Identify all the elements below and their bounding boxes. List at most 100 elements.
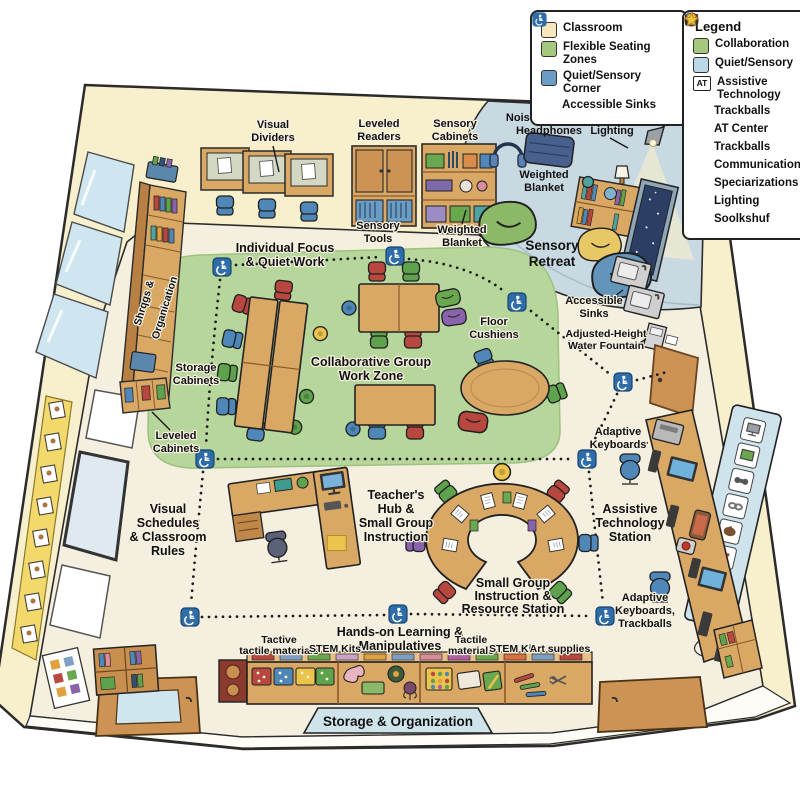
sensory-retreat-items — [478, 118, 680, 299]
art-supplies-items — [513, 673, 567, 697]
legend-label: Speciarizations — [714, 176, 799, 189]
legend-item-collaboration: Collaboration — [693, 38, 796, 54]
tablet — [688, 509, 712, 541]
at-station — [619, 409, 763, 679]
legend-item-at-center: AT Center — [685, 14, 796, 138]
table-bottom-middle — [345, 384, 436, 440]
monitor-icon — [685, 14, 708, 138]
zone-collaborative: Collaborative Group — [311, 355, 432, 369]
floor-cushion-red — [456, 409, 490, 435]
teacher-monitor — [319, 471, 346, 496]
storage-organization-banner — [302, 707, 494, 734]
door-bottom-right — [597, 676, 709, 733]
at-cabinet — [713, 619, 763, 679]
label-weighted-blanket-cabinet: Weighted — [437, 224, 486, 236]
label-weighted-blanket-cabinet: Blanket — [442, 237, 482, 249]
door-upper-right — [649, 334, 699, 419]
manipulatives-shelf — [218, 651, 593, 705]
label-stem-kit: STEM Kit — [489, 643, 536, 655]
legend-item-trackballs-ball: Trackballs — [684, 12, 796, 156]
floor-cushion-purple — [440, 306, 468, 328]
tactile-trays — [251, 667, 335, 686]
legend-item-classroom: Classroom — [541, 22, 677, 38]
legend-label: Quiet/Sensory Corner — [563, 69, 641, 95]
label-accessible-sinks: Accessible — [565, 295, 622, 307]
zone-assistive-tech: Assistive — [603, 502, 658, 516]
legend-item-assistive-technology: AT Assistive Technology — [693, 76, 796, 102]
zone-individual-focus: & Quiet Work — [246, 255, 325, 269]
left-wall-boards — [49, 389, 141, 639]
zone-visual-schedules: Visual — [150, 502, 187, 516]
label-floor-cushions: Cushiens — [469, 329, 519, 341]
zone-visual-schedules: Rules — [151, 544, 185, 558]
legend-label: AT Center — [714, 122, 769, 135]
sensory-ball — [581, 175, 595, 189]
leveled-cabinet — [119, 377, 171, 414]
label-weighted-blanket-corner: Weighted — [519, 169, 568, 181]
legend-item-flexible-seating: Flexible Seating Zones — [541, 41, 677, 67]
bookshelf-bottom-left — [92, 644, 160, 696]
trackball-switch — [675, 537, 697, 555]
label-adaptive-keyboards-trackballs: Adaptive — [622, 592, 668, 604]
legend-title: Legend — [695, 19, 742, 34]
label-weighted-blanket-corner: Blanket — [524, 182, 564, 194]
quiet-sensory-swatch — [693, 57, 709, 73]
label-noise-canceling: Headphones — [516, 125, 582, 137]
pen-icon — [685, 12, 708, 174]
accessibility-paths — [189, 255, 669, 619]
label-storage-cabinets: Cabinets — [173, 375, 219, 387]
label-adaptive-keyboards: Keyboards — [590, 439, 647, 451]
legend-item-trackballs-keyboard: Trackballs — [684, 13, 796, 120]
legend-label: Flexible Seating Zones — [563, 41, 651, 66]
label-dimmable-lighting: Lighting — [590, 125, 633, 137]
label-adaptive-keyboards-trackballs: Trackballs — [618, 618, 672, 630]
monitor-2 — [697, 566, 727, 592]
book-bin-top — [145, 155, 179, 183]
label-water-fountain: Adjusted-Height — [565, 328, 647, 340]
storage-organization-shelf: Shrqgs & Organication — [120, 155, 187, 409]
legend-label: Assistive Technology — [717, 76, 781, 101]
legend-item-quiet-sensory: Quiet/Sensory — [693, 57, 796, 73]
zone-visual-schedules: Schedules — [137, 516, 200, 530]
round-table — [456, 346, 569, 435]
label-tactive-materials: tactile materials — [239, 645, 319, 657]
label-sensory-cabinets: Cabinets — [432, 131, 478, 143]
legend-item-accessible-sinks: Accessible Sinks — [532, 12, 677, 114]
zone-visual-schedules: & Classroom — [129, 530, 206, 544]
leader-lines — [151, 137, 649, 444]
headphones-icon — [685, 15, 708, 192]
printer — [651, 418, 685, 446]
collaboration-swatch — [693, 38, 709, 54]
zone-hands-on: Manipulatives — [359, 639, 442, 653]
quiet-sensory-swatch — [541, 69, 557, 86]
label-art-supplies: Art supplies — [530, 643, 591, 655]
label-leveled-readers: Leveled — [359, 118, 400, 130]
label-floor-cushions: Floor — [480, 316, 508, 328]
table-pair-top — [341, 261, 468, 349]
legend-item-speciarizations: Speciarizations — [685, 15, 799, 192]
smartboard — [62, 450, 130, 562]
zone-teachers-hub: Small Group — [359, 516, 434, 530]
left-wall-windows — [35, 151, 135, 379]
monitor-1 — [666, 456, 698, 482]
label-visual-dividers: Visual — [257, 119, 289, 131]
manipulative-toys — [343, 664, 417, 700]
legend-label: Soolkshuf — [714, 212, 770, 225]
visual-schedule-strip — [11, 395, 73, 661]
classroom-poster — [41, 646, 91, 710]
legend-label: Communication — [714, 158, 800, 171]
zone-teachers-hub: Hub & — [378, 502, 415, 516]
legend-item-soolkshuf: Soolkshuf — [684, 12, 796, 228]
main-legend: Legend Collaboration Quiet/Sensory AT As… — [682, 10, 800, 240]
keyboard-icon — [684, 13, 708, 120]
label-leveled-readers: Readers — [357, 131, 400, 143]
water-fountain — [642, 322, 668, 352]
star-icon — [684, 12, 708, 228]
legend-item-communication: Communication — [685, 12, 800, 174]
legend-item-quiet-sensory-corner: Quiet/Sensory Corner — [541, 69, 677, 96]
label-stem-kits: STEM Kits — [309, 643, 361, 655]
label-leveled-cabinets: Leveled — [156, 430, 197, 442]
zone-sensory-retreat: Sensory — [525, 238, 579, 253]
label-leveled-cabinets: Cabinets — [153, 443, 199, 455]
legend-label: Trackballs — [714, 104, 771, 117]
